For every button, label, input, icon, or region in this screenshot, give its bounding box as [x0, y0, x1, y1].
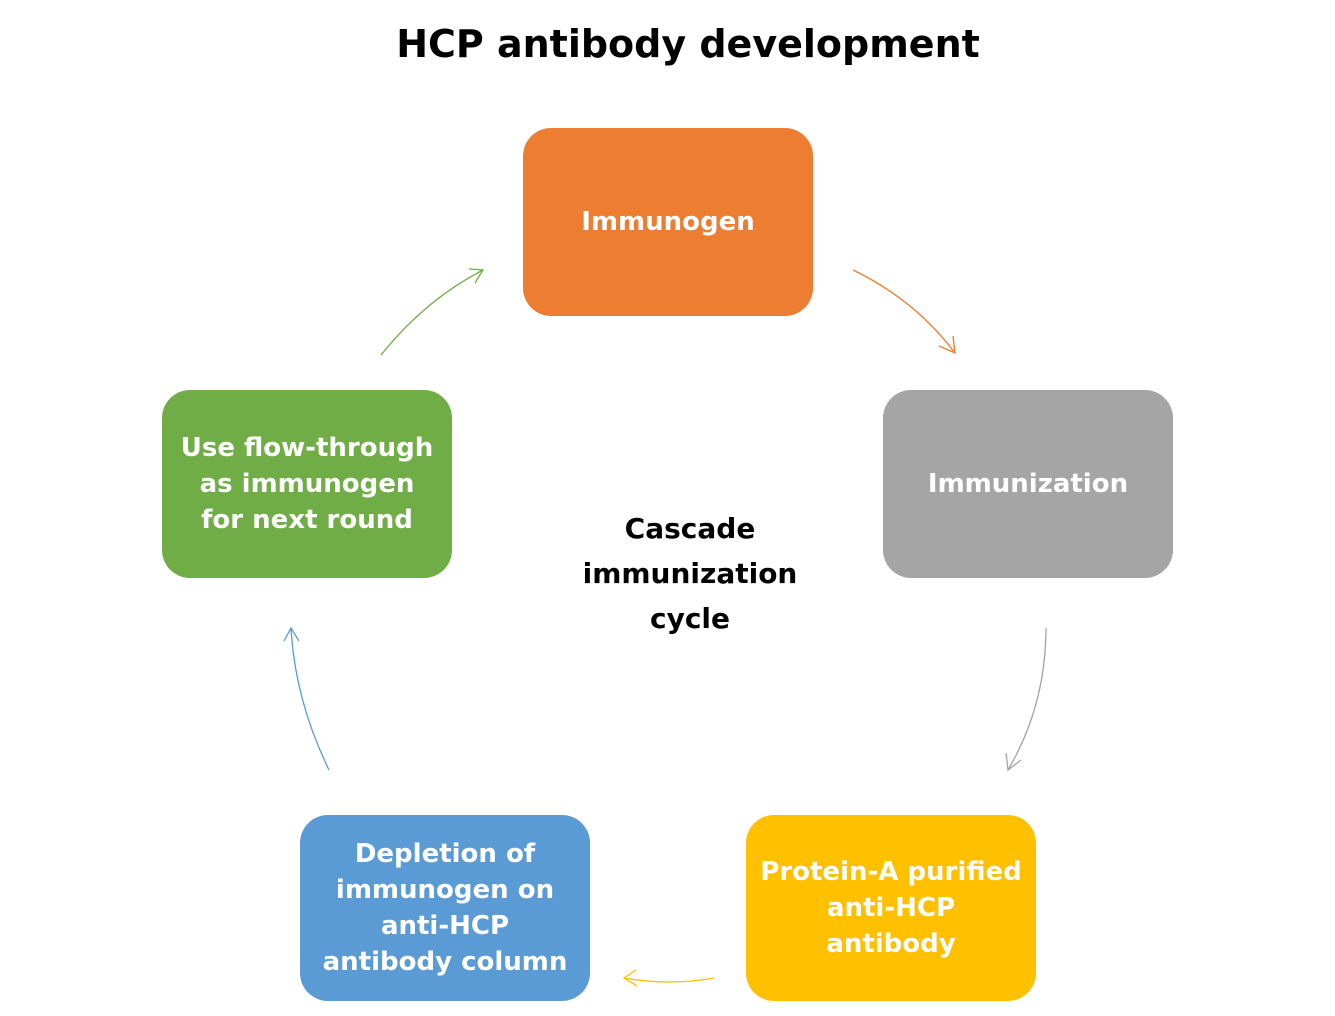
step-immunization: Immunization	[883, 390, 1173, 578]
step-immunization-label: Immunization	[927, 469, 1129, 499]
step-immunogen-label: Immunogen	[581, 207, 755, 237]
arrow-immunogen-to-immunization	[852, 269, 956, 354]
step-immunogen: Immunogen	[523, 128, 813, 316]
arrow-flow-to-immunogen	[380, 269, 484, 356]
arrow-protein-to-depletion	[623, 977, 715, 983]
step-protein-a-purified: Protein-A purified anti-HCP antibody	[746, 815, 1036, 1001]
arrowhead-immunization-to-protein	[1005, 752, 1022, 772]
arrowhead-protein-to-depletion	[622, 969, 638, 987]
step-flow-through-label: Use flow-through as immunogen for next r…	[180, 433, 434, 535]
arrow-depletion-to-flow	[290, 627, 330, 771]
step-protein-a-purified-label: Protein-A purified anti-HCP antibody	[760, 857, 1022, 959]
center-label: Cascade immunization cycle	[582, 512, 798, 635]
arrow-immunization-to-protein	[1007, 627, 1047, 771]
step-depletion: Depletion of immunogen on anti-HCP antib…	[300, 815, 590, 1001]
arrowhead-flow-to-immunogen	[468, 268, 485, 284]
step-flow-through: Use flow-through as immunogen for next r…	[162, 390, 452, 578]
diagram-title: HCP antibody development	[396, 22, 980, 66]
arrowhead-depletion-to-flow	[283, 626, 300, 642]
arrowhead-immunogen-to-immunization	[938, 335, 956, 355]
step-depletion-label: Depletion of immunogen on anti-HCP antib…	[322, 839, 568, 977]
